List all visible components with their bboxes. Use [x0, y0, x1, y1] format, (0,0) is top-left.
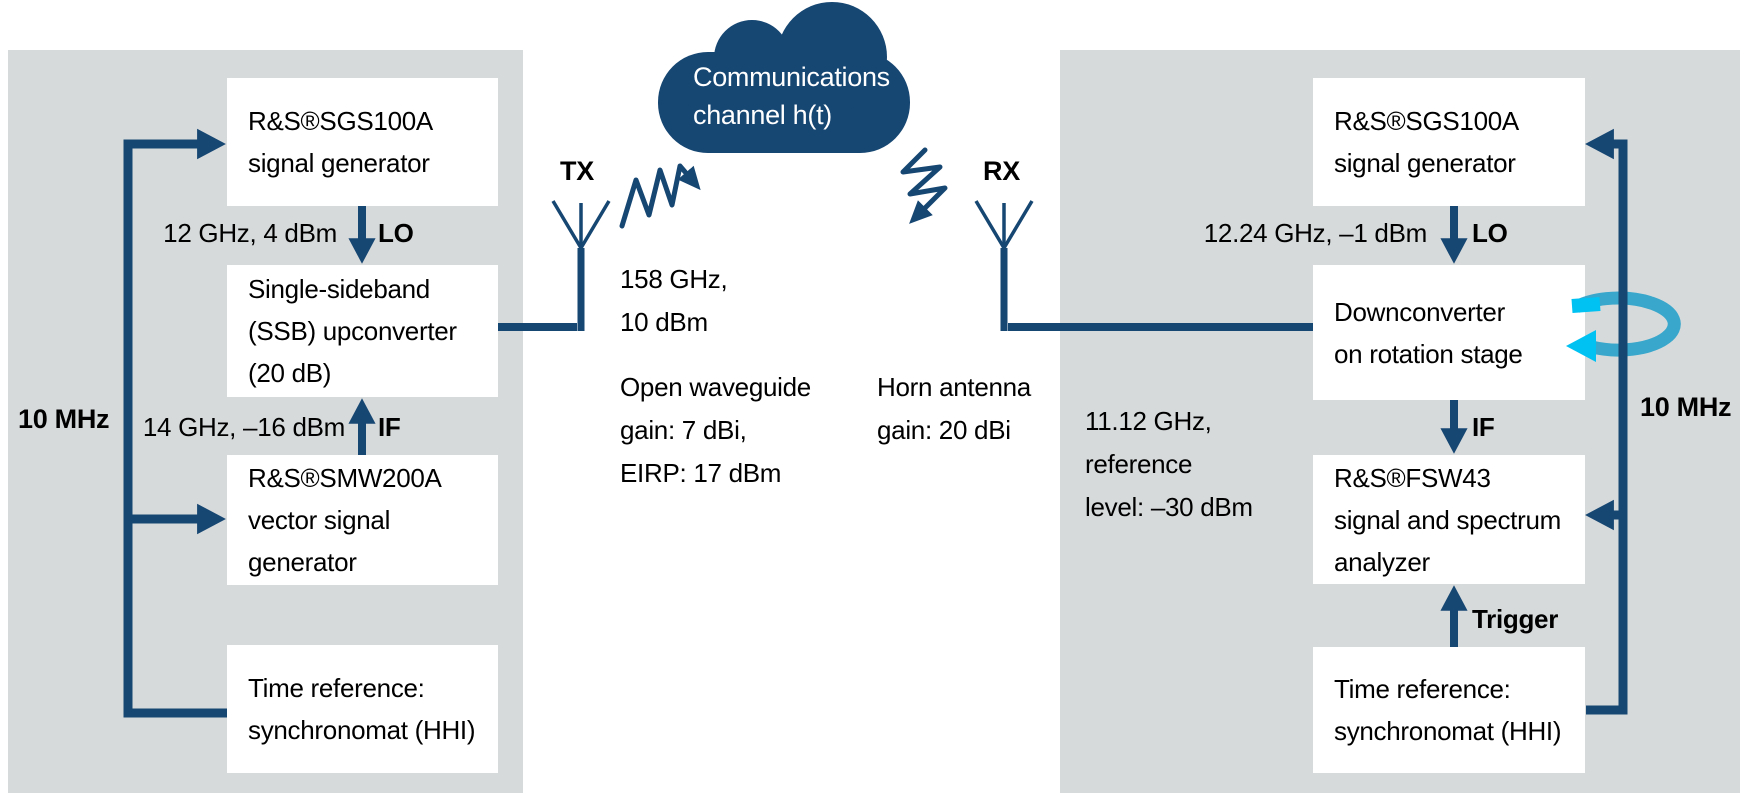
box-line: Time reference:: [248, 673, 425, 703]
cloud-line-1: Communications: [693, 62, 890, 92]
note-line: gain: 7 dBi,: [620, 415, 747, 445]
tx-lo-value-label: 12 GHz, 4 dBm: [163, 218, 337, 248]
tx-antenna-icon: [551, 200, 611, 331]
tx-10mhz-bus: [123, 128, 227, 718]
reference-level-note: 11.12 GHz, reference level: –30 dBm: [1085, 400, 1253, 529]
box-line: R&S®SGS100A: [1334, 106, 1519, 136]
tx-time-reference-box: Time reference: synchronomat (HHI): [227, 645, 498, 773]
note-line: level: –30 dBm: [1085, 492, 1253, 522]
rx-wave-arrow: [900, 147, 948, 224]
cloud-bump-large: [777, 2, 887, 112]
note-line: 158 GHz,: [620, 264, 728, 294]
note-line: EIRP: 17 dBm: [620, 458, 782, 488]
box-line: (20 dB): [248, 358, 332, 388]
open-waveguide-note: Open waveguide gain: 7 dBi, EIRP: 17 dBm: [620, 366, 811, 495]
sgs100a-tx-box: R&S®SGS100A signal generator: [227, 78, 498, 206]
rx-antenna-icon: [974, 200, 1034, 331]
communications-channel-label: Communications channel h(t): [693, 58, 890, 134]
rx-10mhz-label: 10 MHz: [1640, 392, 1732, 422]
downconverter-box: Downconverter on rotation stage: [1313, 265, 1585, 400]
box-line: Time reference:: [1334, 674, 1511, 704]
note-line: gain: 20 dBi: [877, 415, 1011, 445]
box-line: (SSB) upconverter: [248, 316, 457, 346]
note-line: 10 dBm: [620, 307, 708, 337]
rotation-stage-icon: [1566, 291, 1681, 362]
note-line: reference: [1085, 449, 1193, 479]
rx-if-tag: IF: [1472, 412, 1495, 442]
note-line: 11.12 GHz,: [1085, 406, 1212, 436]
box-line: synchronomat (HHI): [248, 715, 476, 745]
note-line: Horn antenna: [877, 372, 1031, 402]
tx-if-tag: IF: [378, 412, 401, 442]
tx-output-note: 158 GHz, 10 dBm: [620, 258, 728, 344]
rx-lo-tag: LO: [1472, 218, 1508, 248]
box-line: R&S®FSW43: [1334, 462, 1491, 493]
tx-10mhz-label: 10 MHz: [18, 404, 110, 434]
box-line: on rotation stage: [1334, 338, 1523, 369]
box-line: signal and spectrum: [1334, 504, 1561, 535]
box-line: Single-sideband: [248, 274, 430, 304]
fsw43-analyzer-box: R&S®FSW43 signal and spectrum analyzer: [1313, 455, 1585, 584]
rx-label: RX: [983, 156, 1020, 186]
ssb-upconverter-box: Single-sideband (SSB) upconverter (20 dB…: [227, 265, 498, 397]
sgs100a-rx-box: R&S®SGS100A signal generator: [1313, 78, 1585, 206]
box-line: Downconverter: [1334, 296, 1505, 327]
tx-lo-tag: LO: [378, 218, 414, 248]
note-line: Open waveguide: [620, 372, 811, 402]
box-line: synchronomat (HHI): [1334, 716, 1562, 746]
trigger-tag: Trigger: [1472, 604, 1559, 634]
rx-time-reference-box: Time reference: synchronomat (HHI): [1313, 647, 1585, 773]
horn-antenna-note: Horn antenna gain: 20 dBi: [877, 366, 1031, 452]
tx-wave-arrow: [619, 163, 701, 229]
cloud-line-2: channel h(t): [693, 100, 832, 130]
box-line: R&S®SMW200A: [248, 463, 442, 493]
rx-10mhz-bus: [1585, 128, 1628, 715]
smw200a-box: R&S®SMW200A vector signal generator: [227, 455, 498, 585]
box-line: vector signal: [248, 505, 391, 535]
box-line: generator: [248, 547, 357, 577]
box-line: analyzer: [1334, 546, 1430, 577]
box-line: signal generator: [248, 148, 430, 178]
box-line: signal generator: [1334, 148, 1516, 178]
rx-lo-value-label: 12.24 GHz, –1 dBm: [1203, 218, 1428, 248]
box-line: R&S®SGS100A: [248, 106, 433, 136]
tx-if-value-label: 14 GHz, –16 dBm: [142, 412, 345, 442]
tx-label: TX: [560, 156, 594, 186]
